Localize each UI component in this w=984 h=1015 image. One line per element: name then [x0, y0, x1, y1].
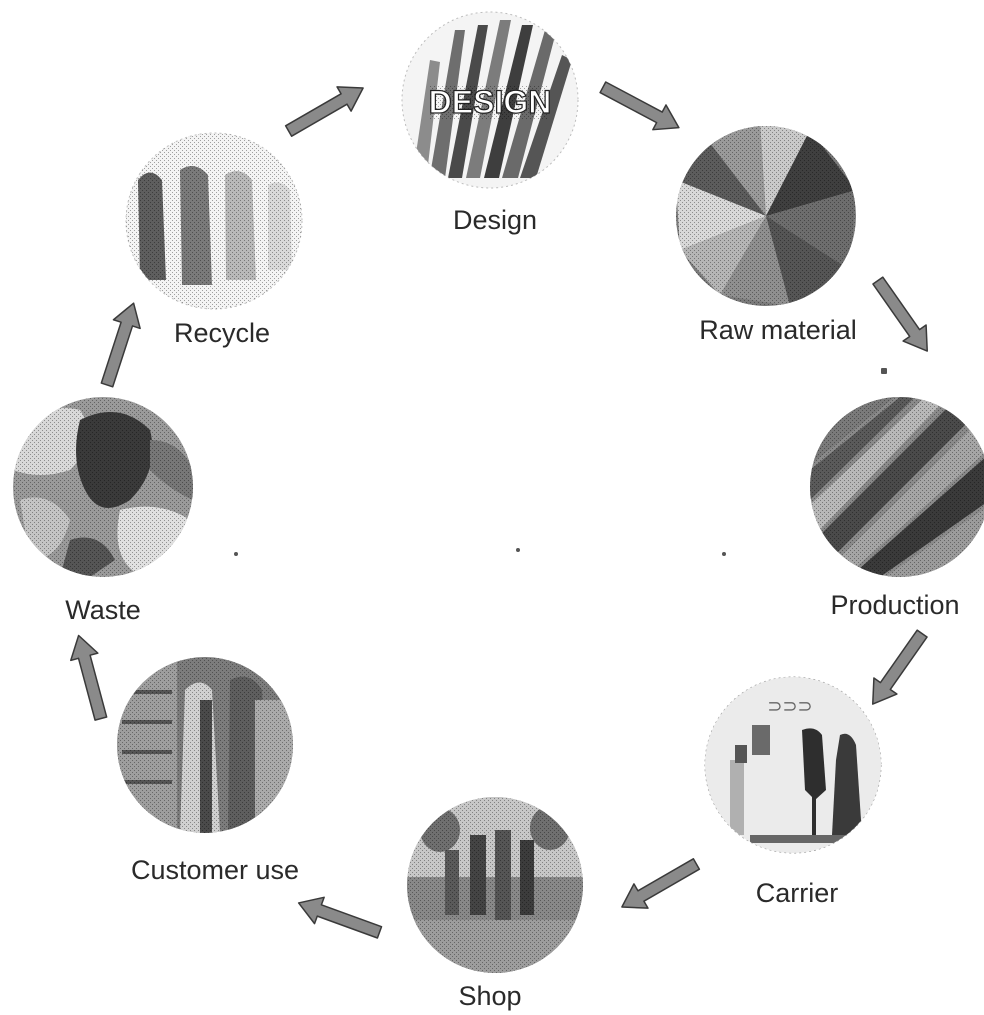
production-image	[810, 397, 984, 577]
design-image: DESIGN	[402, 12, 578, 188]
label-raw-material: Raw material	[699, 317, 857, 344]
customer-use-image	[117, 657, 293, 833]
label-shop: Shop	[458, 983, 521, 1010]
speck	[516, 548, 520, 552]
speck	[234, 552, 238, 556]
arrow-recycle-to-design	[282, 76, 370, 143]
arrow-customer-use-to-waste	[65, 632, 114, 722]
label-production: Production	[830, 592, 959, 619]
speck	[722, 552, 726, 556]
arrow-design-to-raw-material	[596, 75, 685, 140]
speck	[881, 368, 887, 374]
svg-text:⊃⊃⊃: ⊃⊃⊃	[767, 696, 812, 716]
carrier-image: ⊃⊃⊃	[705, 677, 881, 853]
waste-image	[13, 397, 193, 577]
arrow-production-to-carrier	[861, 626, 933, 713]
label-carrier: Carrier	[756, 880, 839, 907]
arrow-raw-material-to-production	[866, 273, 938, 360]
label-recycle: Recycle	[174, 320, 270, 347]
arrow-waste-to-recycle	[94, 299, 147, 389]
raw-material-image	[676, 120, 856, 306]
recycle-image	[126, 133, 302, 309]
arrow-carrier-to-shop	[615, 852, 703, 919]
label-customer-use: Customer use	[131, 857, 299, 884]
design-image-text: DESIGN	[429, 84, 552, 120]
arrow-shop-to-customer-use	[294, 890, 384, 946]
label-waste: Waste	[65, 597, 141, 624]
label-design: Design	[453, 207, 537, 234]
shop-image	[407, 797, 583, 973]
